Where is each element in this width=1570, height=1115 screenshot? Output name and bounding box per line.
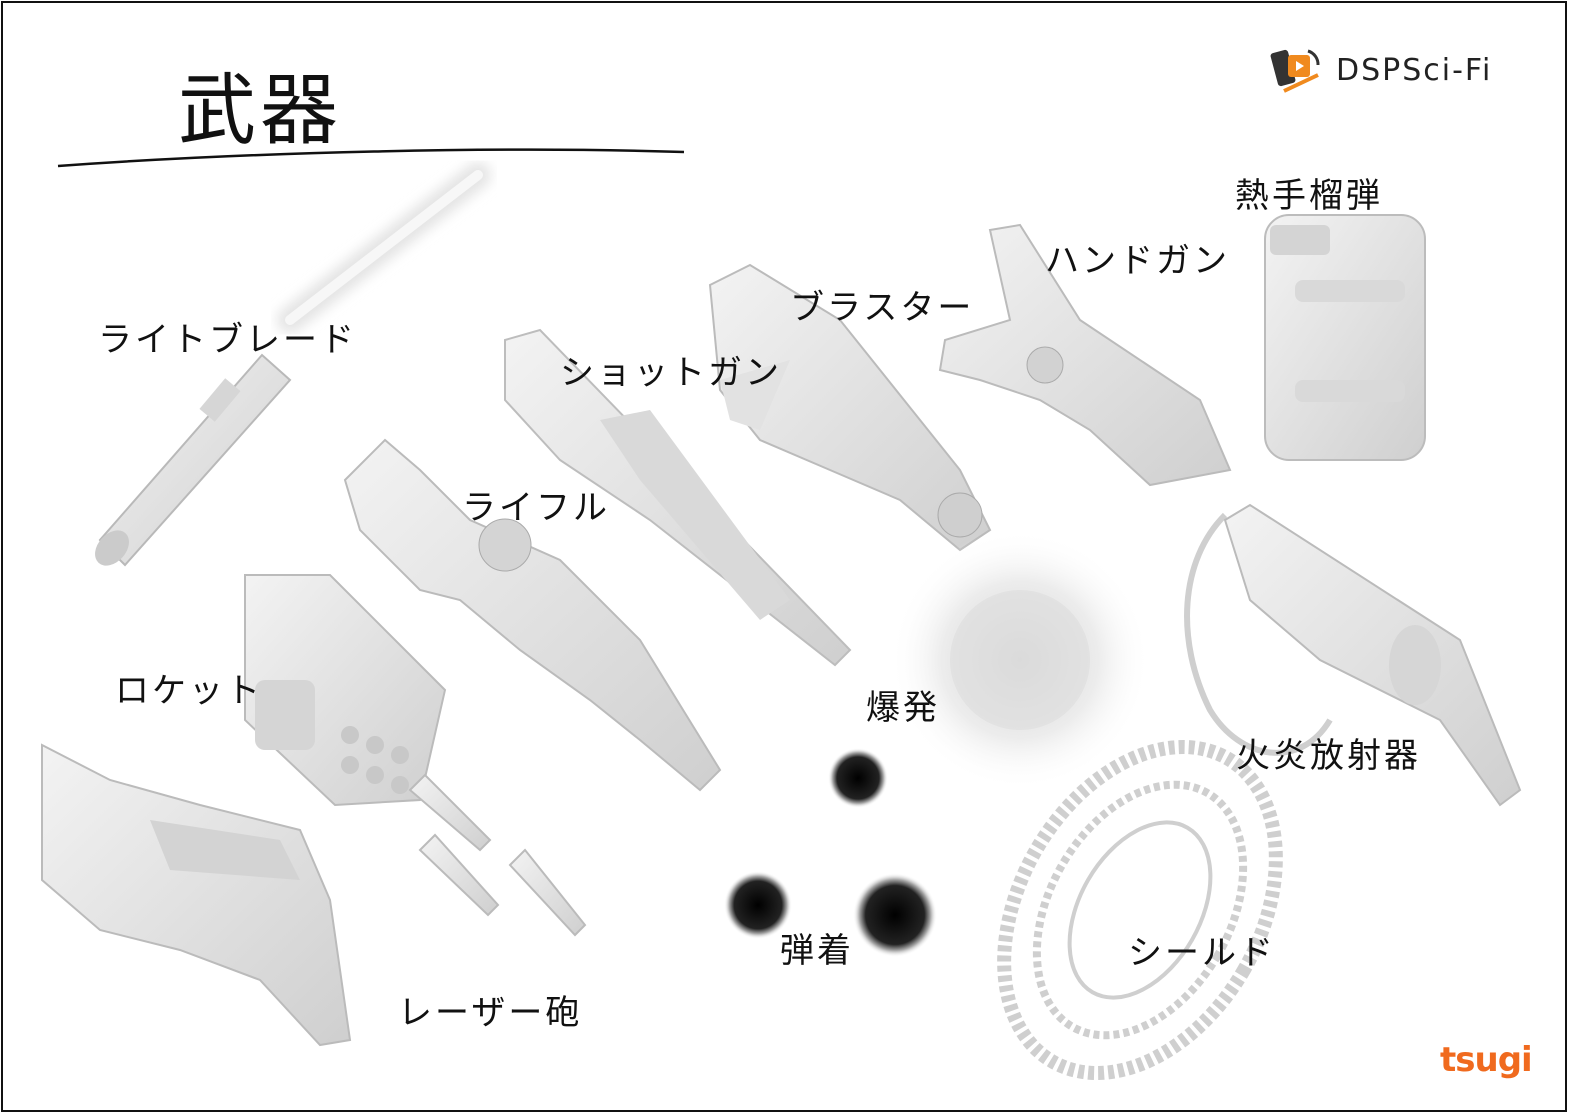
- label-handgun: ハンドガン: [1045, 241, 1230, 281]
- laser-cannon-model: [41, 743, 352, 1047]
- tsugi-logo: tsugi: [1440, 1040, 1533, 1080]
- label-thermal-grenade: 熱手榴弾: [1235, 176, 1383, 216]
- rifle-model: [343, 438, 722, 792]
- shotgun-model: [504, 328, 852, 667]
- light-blade-model: [95, 162, 491, 567]
- brand-logo: DSPSci-Fi: [1268, 38, 1538, 102]
- brand-name: DSPSci-Fi: [1336, 52, 1493, 88]
- bullet-impact-model: [724, 748, 937, 957]
- label-shotgun: ショットガン: [560, 353, 782, 393]
- rocket-model: [244, 574, 587, 937]
- label-explosion: 爆発: [866, 688, 940, 728]
- label-flamethrower: 火炎放射器: [1236, 736, 1421, 776]
- label-shield: シールド: [1128, 933, 1276, 973]
- handgun-model: [938, 223, 1232, 487]
- shield-model: [997, 740, 1283, 1080]
- label-laser-cannon: レーザー砲: [398, 993, 583, 1033]
- label-blaster: ブラスター: [790, 288, 975, 328]
- explosion-model: [890, 530, 1150, 790]
- label-bullet-impact: 弾着: [780, 931, 854, 971]
- flamethrower-model: [1184, 503, 1522, 807]
- thermal-grenade-model: [1264, 214, 1426, 461]
- label-rifle: ライフル: [462, 488, 610, 528]
- dspscifi-logo-icon: [1270, 49, 1320, 93]
- label-rocket: ロケット: [115, 671, 263, 711]
- title-underline: [57, 148, 685, 168]
- label-light-blade: ライトブレード: [98, 320, 357, 360]
- page-title: 武器: [178, 66, 343, 156]
